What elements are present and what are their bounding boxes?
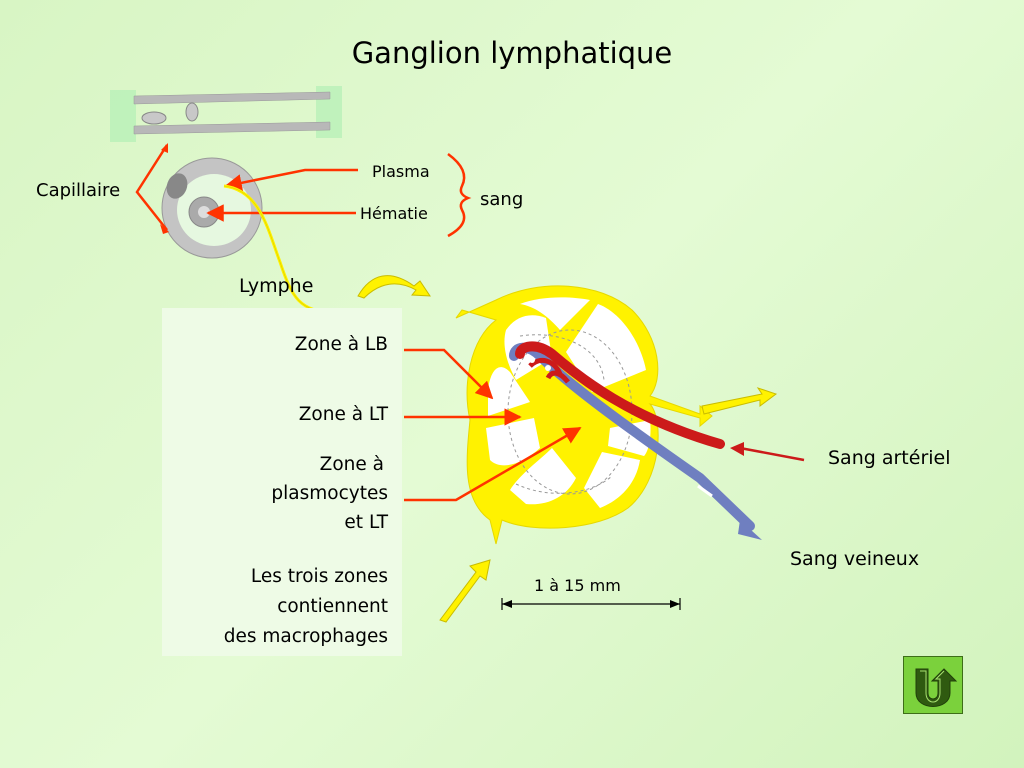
zone-plasmocytes-label-2: plasmocytes <box>271 483 388 504</box>
sang-label: sang <box>480 189 524 210</box>
macrophage-note-1: Les trois zones <box>250 566 388 587</box>
afferent-lymph-arrow <box>357 275 431 299</box>
arterial-blood-label: Sang artériel <box>828 447 951 469</box>
macrophage-note-3: des macrophages <box>223 626 388 647</box>
zone-plasmocytes-pointer <box>404 426 582 502</box>
zone-lt-label: Zone à LT <box>298 404 388 425</box>
lower-lymph-arrow <box>439 559 491 623</box>
macrophage-note-2: contiennent <box>277 596 388 617</box>
zone-lb-pointer <box>404 348 494 400</box>
plasma-label: Plasma <box>372 162 430 181</box>
page-title: Ganglion lymphatique <box>351 36 673 70</box>
u-turn-arrow-icon <box>915 668 958 707</box>
capillary-longitudinal <box>110 86 342 142</box>
capillaire-label: Capillaire <box>36 180 121 201</box>
efferent-lymph-arrow <box>701 387 778 415</box>
zone-lb-label: Zone à LB <box>294 334 388 355</box>
lymphe-label: Lymphe <box>239 275 314 297</box>
capillary-cross-section <box>161 157 263 259</box>
arterial-blood-pointer <box>739 446 805 462</box>
plasma-pointer <box>224 168 358 192</box>
venous-blood-label: Sang veineux <box>790 548 920 570</box>
scale-bar <box>501 598 681 610</box>
zone-plasmocytes-label-1: Zone à <box>319 454 384 475</box>
zone-panel: Zone à LB Zone à LT Zone à plasmocytes e… <box>162 308 402 656</box>
lymph-node <box>455 285 713 545</box>
back-button[interactable] <box>903 656 963 714</box>
capillaire-bracket <box>135 144 169 231</box>
scale-label: 1 à 15 mm <box>534 576 621 595</box>
hematie-label: Hématie <box>360 204 428 223</box>
zone-plasmocytes-label-3: et LT <box>344 512 388 533</box>
artery <box>515 341 725 449</box>
sang-brace <box>447 152 472 238</box>
